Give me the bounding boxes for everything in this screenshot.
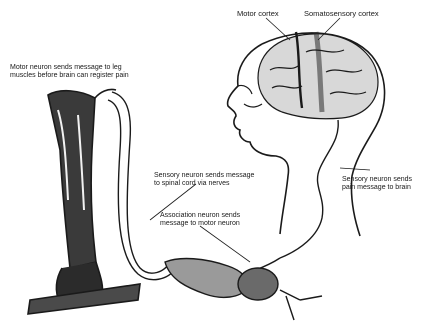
leg-illustration — [28, 89, 140, 314]
label-sensory-neuron-brain: Sensory neuron sends pain message to bra… — [342, 176, 412, 192]
label-sensory-neuron-brain-line-2: pain message to brain — [342, 184, 412, 192]
label-motor-neuron-line-1: Motor neuron sends message to leg — [10, 64, 129, 72]
label-motor-neuron: Motor neuron sends message to leg muscle… — [10, 64, 129, 80]
label-sensory-neuron-brain-line-1: Sensory neuron sends — [342, 176, 412, 184]
label-association-neuron-line-1: Association neuron sends — [160, 212, 240, 220]
label-sensory-neuron-spinal-line-2: to spinal cord via nerves — [154, 180, 254, 188]
label-sensory-neuron-spinal: Sensory neuron sends message to spinal c… — [154, 172, 254, 188]
spinal-cord-segment — [165, 259, 322, 320]
label-association-neuron-line-2: message to motor neuron — [160, 220, 240, 228]
label-motor-neuron-line-2: muscles before brain can register pain — [10, 72, 129, 80]
label-sensory-neuron-spinal-line-1: Sensory neuron sends message — [154, 172, 254, 180]
label-motor-cortex: Motor cortex — [237, 10, 279, 18]
label-association-neuron: Association neuron sends message to moto… — [160, 212, 240, 228]
label-somatosensory-cortex: Somatosensory cortex — [304, 10, 379, 18]
